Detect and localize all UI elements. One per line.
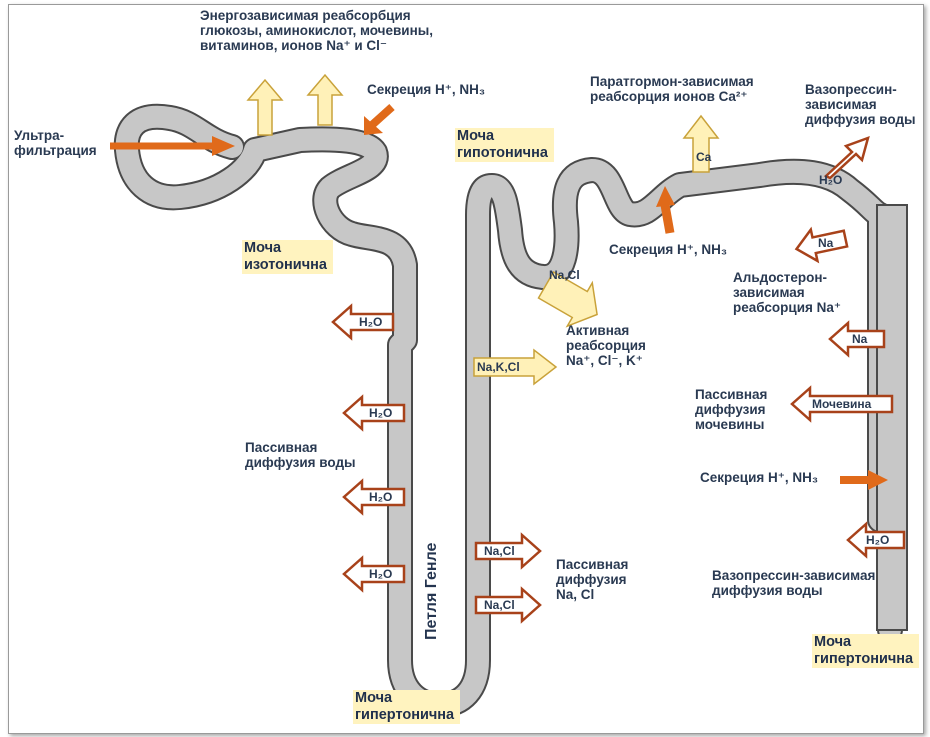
secretion-label-3: Секреция H⁺, NH₃ (700, 470, 818, 485)
nacl-label-2: Na,Cl (484, 598, 515, 613)
aldosterone-label: Альдостерон- зависимая реабсорция Na⁺ (733, 270, 841, 315)
reabsorption-arrow-2 (308, 75, 342, 125)
active-reabsorption-label: Активная реабсорция Na⁺, Cl⁻, K⁺ (566, 323, 646, 368)
h2o-label-duct-top: H₂O (819, 173, 842, 188)
urine-hypotonic-label: Моча гипотонична (455, 128, 554, 162)
pth-label: Паратгормон-зависимая реабсорция ионов C… (590, 74, 754, 104)
vasopressin-bottom-label: Вазопрессин-зависимая диффузия воды (712, 568, 875, 598)
loop-henle-label: Петля Генле (423, 543, 441, 640)
nephron-tubule (127, 117, 907, 705)
passive-water-label: Пассивная диффузия воды (245, 440, 356, 470)
secretion-arrow-1 (364, 107, 392, 135)
reabsorption-arrow-1 (248, 80, 282, 135)
urine-hypertonic-duct-label: Моча гипертонична (812, 634, 919, 668)
h2o-label-duct-bottom: H₂O (866, 533, 889, 548)
h2o-label-4: H₂O (369, 567, 392, 582)
vasopressin-top-label: Вазопрессин- зависимая диффузия воды (805, 82, 916, 127)
urine-isotonic-label: Моча изотонична (242, 240, 333, 274)
naKcl-label: Na,K,Cl (477, 360, 520, 375)
na-label-duct: Na (852, 332, 867, 347)
ca-label: Ca (696, 150, 711, 165)
ultrafiltration-label: Ультра- фильтрация (14, 128, 97, 158)
energy-reabsorption-label: Энергозависимая реабсорбция глюкозы, ами… (200, 8, 433, 53)
secretion-label-2: Секреция H⁺, NH₃ (609, 242, 727, 257)
passive-urea-label: Пассивная диффузия мочевины (695, 387, 767, 432)
h2o-label-2: H₂O (369, 406, 392, 421)
nacl-active-label: Na,Cl (549, 268, 580, 283)
h2o-label-3: H₂O (369, 490, 392, 505)
h2o-label-1: H₂O (359, 315, 382, 330)
urea-label: Мочевина (812, 397, 871, 412)
secretion-label-1: Секреция H⁺, NH₃ (367, 82, 485, 97)
na-label-aldosterone: Na (818, 236, 833, 251)
urine-hypertonic-loop-label: Моча гипертонична (353, 690, 460, 724)
nacl-label-1: Na,Cl (484, 544, 515, 559)
passive-nacl-label: Пассивная диффузия Na, Cl (556, 557, 628, 602)
